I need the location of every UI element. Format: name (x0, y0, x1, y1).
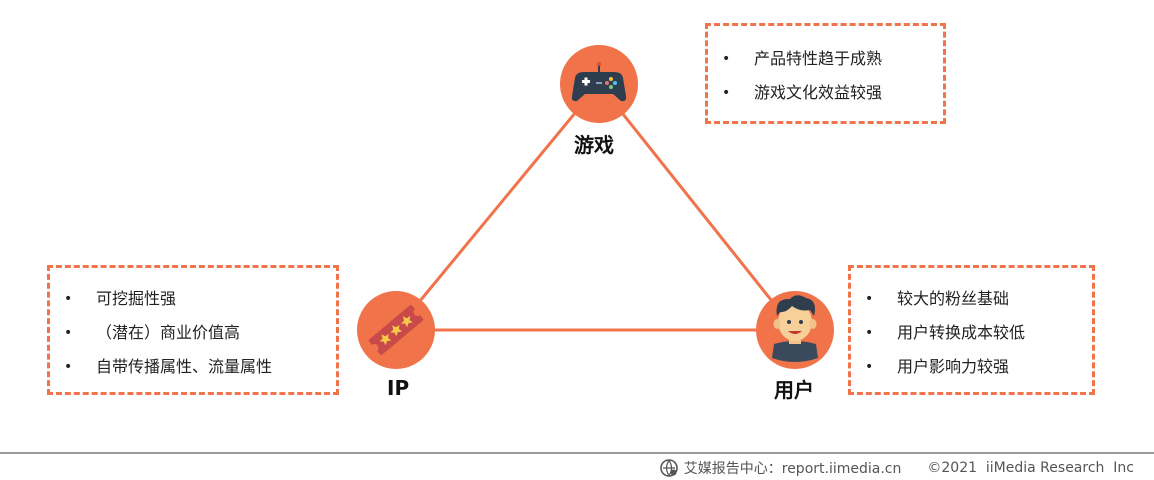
footer: 艾媒报告中心：report.iimedia.cn ©2021 iiMedia R… (659, 458, 1134, 478)
list-item: 自带传播属性、流量属性 (50, 350, 336, 384)
user-node (756, 291, 834, 369)
list-item: 用户影响力较强 (851, 350, 1092, 384)
triangle-diagram (357, 45, 834, 369)
iimedia-logo-icon (659, 459, 678, 477)
game-node (560, 45, 638, 123)
user-traits-box: 较大的粉丝基础 用户转换成本较低 用户影响力较强 (848, 265, 1095, 395)
user-label: 用户 (774, 378, 814, 402)
game-traits-list: 产品特性趋于成熟 游戏文化效益较强 (708, 42, 943, 110)
edge-game-ip (394, 83, 601, 331)
user-traits-list: 较大的粉丝基础 用户转换成本较低 用户影响力较强 (851, 282, 1092, 384)
ip-traits-list: 可挖掘性强 （潜在）商业价值高 自带传播属性、流量属性 (50, 282, 336, 384)
ip-label: IP (387, 376, 410, 400)
list-item: 用户转换成本较低 (851, 316, 1092, 350)
ip-traits-box: 可挖掘性强 （潜在）商业价值高 自带传播属性、流量属性 (47, 265, 339, 395)
list-item: 可挖掘性强 (50, 282, 336, 316)
person-face-icon (772, 295, 818, 362)
edge-game-user (597, 83, 797, 331)
game-label: 游戏 (574, 133, 614, 157)
list-item: 产品特性趋于成熟 (708, 42, 943, 76)
game-traits-box: 产品特性趋于成熟 游戏文化效益较强 (705, 23, 946, 124)
ip-node (357, 291, 435, 369)
gamepad-icon (571, 62, 627, 102)
list-item: 游戏文化效益较强 (708, 76, 943, 110)
list-item: （潜在）商业价值高 (50, 316, 336, 350)
ticket-stars-icon (368, 305, 424, 355)
footer-divider (0, 452, 1154, 454)
footer-source: 艾媒报告中心：report.iimedia.cn (683, 461, 902, 477)
list-item: 较大的粉丝基础 (851, 282, 1092, 316)
footer-copyright: ©2021 iiMedia Research Inc (927, 460, 1134, 476)
